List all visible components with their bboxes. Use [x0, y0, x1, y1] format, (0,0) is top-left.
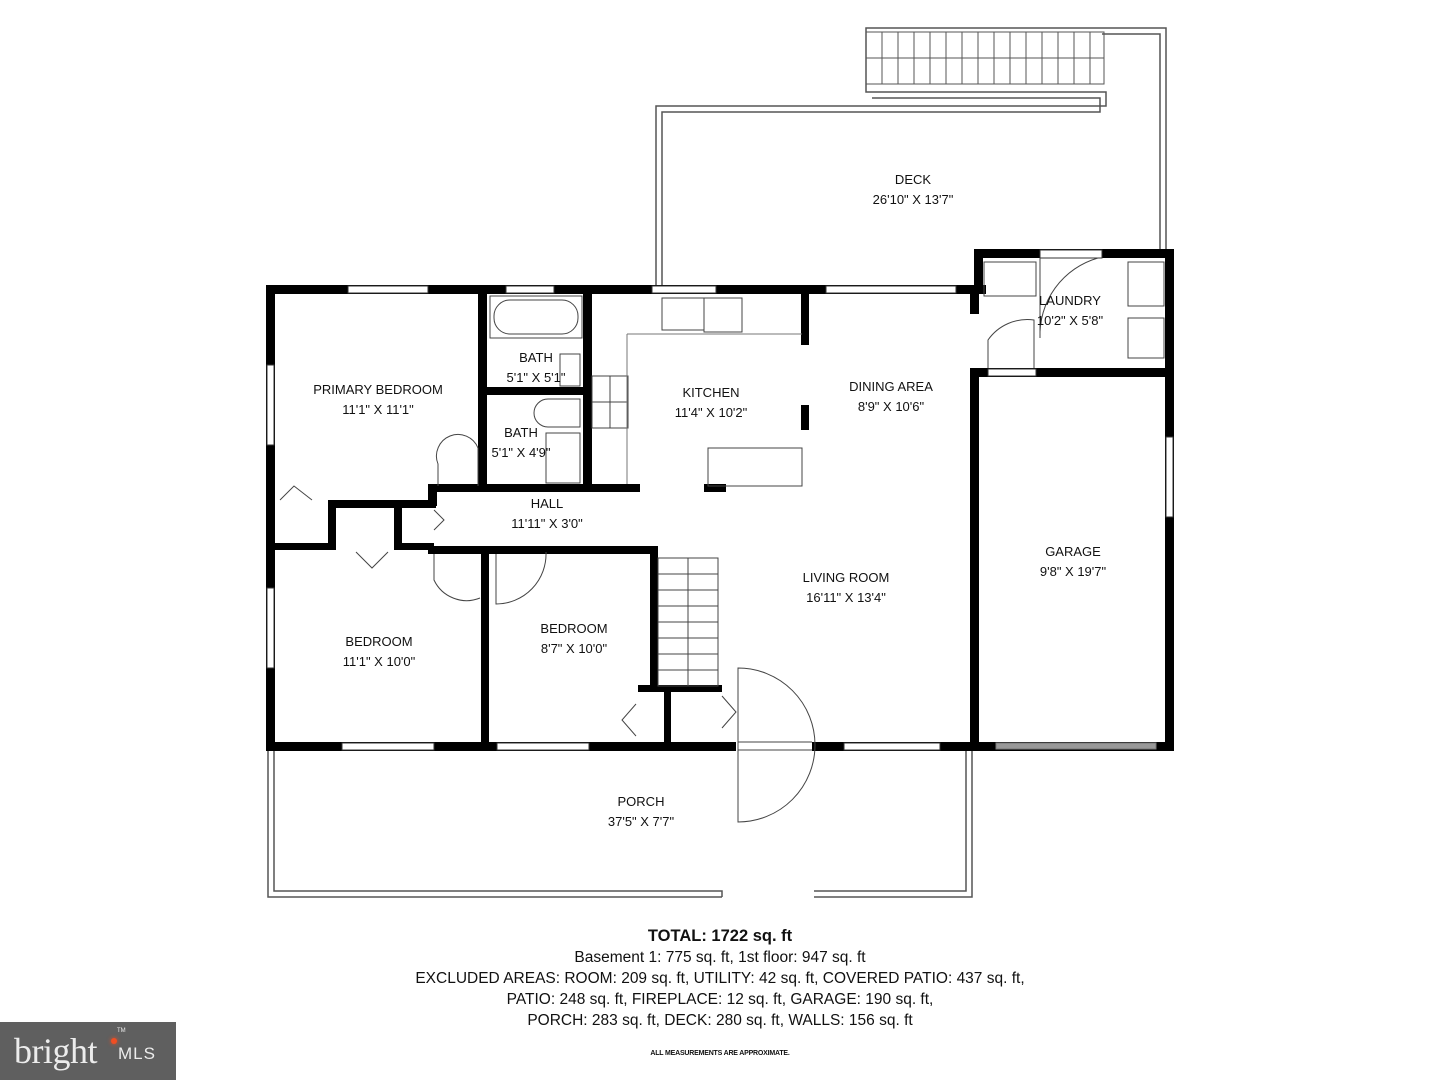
total-area: TOTAL: 1722 sq. ft: [647, 927, 793, 945]
room-name: BEDROOM: [345, 634, 413, 649]
room-label-living-room: LIVING ROOM 16'11" X 13'4": [803, 568, 890, 608]
room-dims: 37'5" X 7'7": [607, 814, 675, 829]
room-dims: 16'11" X 13'4": [806, 590, 886, 605]
room-name: LAUNDRY: [1039, 293, 1101, 308]
room-name: GARAGE: [1045, 544, 1101, 559]
room-name: LIVING ROOM: [802, 570, 890, 585]
room-dims: 8'7" X 10'0": [540, 641, 608, 656]
room-dims: 8'9" X 10'6": [857, 399, 925, 414]
room-label-bedroom-2: BEDROOM 8'7" X 10'0": [540, 619, 607, 659]
logo-trademark: TM: [117, 1028, 126, 1034]
room-label-porch: PORCH 37'5" X 7'7": [608, 792, 674, 832]
room-dims: 26'10" X 13'7": [872, 192, 954, 207]
room-name: BEDROOM: [540, 621, 608, 636]
room-label-primary-bedroom: PRIMARY BEDROOM 11'1" X 11'1": [313, 380, 443, 420]
room-name: PRIMARY BEDROOM: [313, 382, 443, 397]
windows: [266, 249, 1174, 751]
room-name: BATH: [504, 425, 538, 440]
room-dims: 11'11" X 3'0": [511, 516, 583, 531]
logo-spark-icon: [111, 1038, 117, 1044]
room-dims: 11'1" X 11'1": [342, 402, 414, 417]
room-label-kitchen: KITCHEN 11'4" X 10'2": [675, 383, 748, 423]
room-dims: 11'1" X 10'0": [342, 654, 416, 669]
excluded-areas-line-1: EXCLUDED AREAS: ROOM: 209 sq. ft, UTILIT…: [415, 970, 1025, 987]
deck-outline: [267, 27, 1167, 898]
room-name: DINING AREA: [849, 379, 933, 394]
room-name: HALL: [530, 496, 564, 511]
room-dims: 10'2" X 5'8": [1036, 313, 1104, 328]
room-label-hall: HALL 11'11" X 3'0": [511, 494, 583, 534]
logo-wordmark: bright: [14, 1031, 98, 1071]
room-dims: 11'4" X 10'2": [674, 405, 748, 420]
room-label-bedroom-1: BEDROOM 11'1" X 10'0": [343, 632, 416, 672]
bright-mls-logo: bright TM MLS: [0, 1022, 176, 1080]
room-label-dining-area: DINING AREA 8'9" X 10'6": [849, 377, 933, 417]
room-dims: 5'1" X 5'1": [506, 370, 566, 385]
walls: [266, 249, 1174, 751]
room-label-laundry: LAUNDRY 10'2" X 5'8": [1037, 291, 1103, 331]
area-summary: TOTAL: 1722 sq. ft Basement 1: 775 sq. f…: [0, 926, 1440, 1064]
logo-mls: MLS: [118, 1044, 156, 1063]
room-label-bath-2: BATH 5'1" X 4'9": [491, 423, 550, 463]
fixtures: [279, 257, 1165, 823]
room-dims: 5'1" X 4'9": [491, 445, 551, 460]
excluded-areas-line-2: PATIO: 248 sq. ft, FIREPLACE: 12 sq. ft,…: [506, 991, 934, 1008]
room-name: PORCH: [617, 794, 665, 809]
room-name: DECK: [894, 172, 932, 187]
room-label-bath-1: BATH 5'1" X 5'1": [506, 348, 565, 388]
disclaimer: ALL MEASUREMENTS ARE APPROXIMATE.: [650, 1050, 790, 1057]
deck-stairs: [865, 31, 1105, 85]
excluded-areas-line-3: PORCH: 283 sq. ft, DECK: 280 sq. ft, WAL…: [527, 1012, 913, 1029]
room-label-garage: GARAGE 9'8" X 19'7": [1040, 542, 1106, 582]
room-dims: 9'8" X 19'7": [1039, 564, 1107, 579]
room-label-deck: DECK 26'10" X 13'7": [873, 170, 954, 210]
floor-areas: Basement 1: 775 sq. ft, 1st floor: 947 s…: [574, 949, 866, 966]
room-name: KITCHEN: [682, 385, 740, 400]
room-name: BATH: [519, 350, 553, 365]
